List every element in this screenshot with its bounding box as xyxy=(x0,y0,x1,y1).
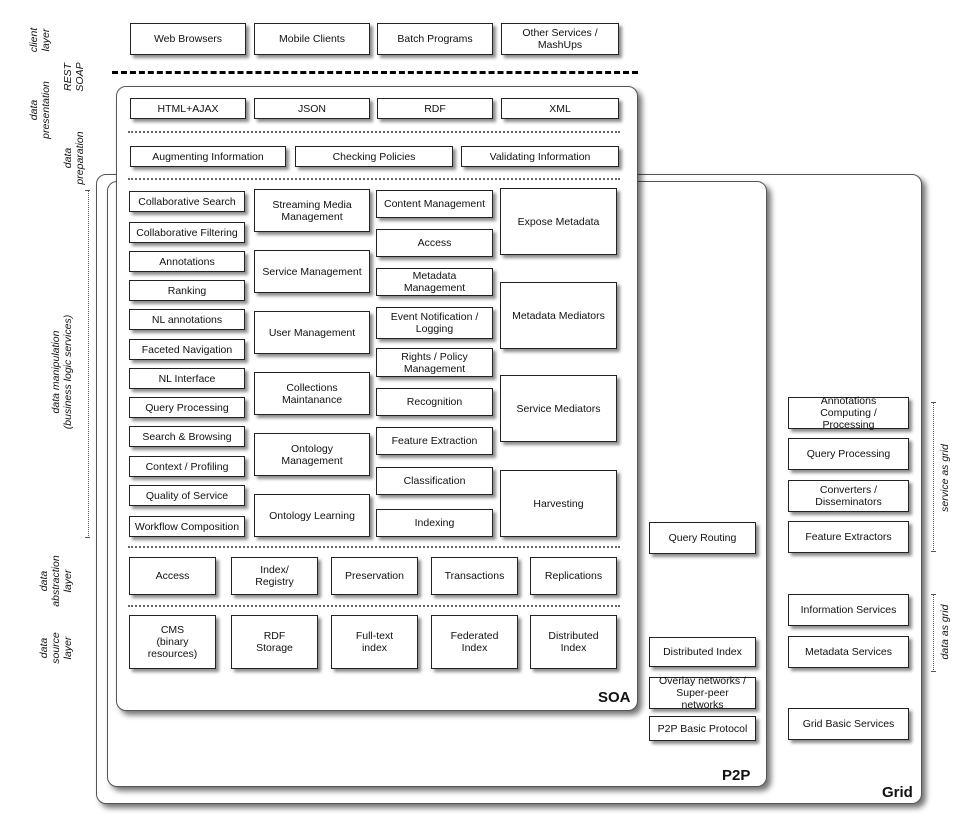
manip-collections-maintanance: Collections Maintanance xyxy=(254,372,370,415)
service-bracket-top xyxy=(931,402,936,403)
source-cms: CMS (binary resources) xyxy=(129,615,216,669)
manip-expose-metadata: Expose Metadata xyxy=(500,188,617,255)
label-client-layer: client layer xyxy=(28,27,52,53)
p2p-distributed-index: Distributed Index xyxy=(649,637,756,667)
manip-user-management: User Management xyxy=(254,311,370,354)
grid-metadata-services: Metadata Services xyxy=(788,636,909,668)
manipulation-bracket xyxy=(88,190,89,538)
client-mobile-clients: Mobile Clients xyxy=(254,23,370,55)
label-rest-soap: REST SOAP xyxy=(62,62,86,92)
manip-workflow-composition: Workflow Composition xyxy=(129,516,245,537)
grid-query-processing: Query Processing xyxy=(788,438,909,470)
manip-nl-annotations: NL annotations xyxy=(129,309,245,330)
manip-rights-policy-management: Rights / Policy Management xyxy=(376,348,493,377)
manipulation-bracket-top xyxy=(85,190,90,191)
grid-basic-services: Grid Basic Services xyxy=(788,708,909,740)
preparation-separator xyxy=(128,178,620,180)
manip-collaborative-filtering: Collaborative Filtering xyxy=(129,222,245,243)
abstraction-access: Access xyxy=(129,557,216,595)
p2p-query-routing: Query Routing xyxy=(649,522,756,554)
manip-metadata-management: Metadata Management xyxy=(376,268,493,296)
prep-augmenting-information: Augmenting Information xyxy=(130,146,286,167)
manip-service-management: Service Management xyxy=(254,250,370,293)
grid-feature-extractors: Feature Extractors xyxy=(788,521,909,553)
manipulation-bracket-bottom xyxy=(85,537,90,538)
grid-panel-label: Grid xyxy=(882,784,913,801)
p2p-overlay-networks: Overlay networks / Super-peer networks xyxy=(649,675,756,711)
manip-collaborative-search: Collaborative Search xyxy=(129,191,245,212)
presentation-html-ajax: HTML+AJAX xyxy=(130,98,246,119)
p2p-panel-label: P2P xyxy=(722,767,751,784)
manip-indexing: Indexing xyxy=(376,509,493,537)
manip-query-processing: Query Processing xyxy=(129,397,245,418)
manip-event-notification-logging: Event Notification / Logging xyxy=(376,307,493,339)
p2p-basic-protocol: P2P Basic Protocol xyxy=(649,716,756,741)
source-full-text-index: Full-text index xyxy=(331,615,418,669)
abstraction-replications: Replications xyxy=(530,557,617,595)
presentation-xml: XML xyxy=(501,98,619,119)
manip-quality-of-service: Quality of Service xyxy=(129,485,245,506)
client-other-services: Other Services / MashUps xyxy=(501,23,619,55)
service-bracket-bottom xyxy=(931,551,936,552)
grid-converters-disseminators: Converters / Disseminators xyxy=(788,480,909,512)
manip-nl-interface: NL Interface xyxy=(129,368,245,389)
manip-access: Access xyxy=(376,229,493,257)
soa-panel-label: SOA xyxy=(598,689,631,706)
manip-ontology-learning: Ontology Learning xyxy=(254,494,370,537)
presentation-rdf: RDF xyxy=(377,98,493,119)
source-distributed-index: Distributed Index xyxy=(530,615,617,669)
manip-feature-extraction: Feature Extraction xyxy=(376,427,493,455)
manip-search-browsing: Search & Browsing xyxy=(129,426,245,447)
manip-classification: Classification xyxy=(376,467,493,495)
data-bracket-bottom xyxy=(931,671,936,672)
prep-validating-information: Validating Information xyxy=(461,146,619,167)
label-service-as-grid: service as grid xyxy=(939,444,951,512)
manip-metadata-mediators: Metadata Mediators xyxy=(500,282,617,349)
manip-recognition: Recognition xyxy=(376,388,493,416)
client-separator xyxy=(112,71,638,74)
manip-annotations: Annotations xyxy=(129,251,245,272)
client-web-browsers: Web Browsers xyxy=(130,23,246,55)
label-data-abstraction: data abstraction layer xyxy=(38,555,74,607)
abstraction-preservation: Preservation xyxy=(331,557,418,595)
label-data-manipulation: data manipulation (business logic servic… xyxy=(50,314,74,430)
service-bracket xyxy=(933,402,934,552)
manip-ranking: Ranking xyxy=(129,280,245,301)
manip-content-management: Content Management xyxy=(376,190,493,218)
source-federated-index: Federated Index xyxy=(431,615,518,669)
data-bracket xyxy=(933,594,934,672)
label-data-presentation: data presentation xyxy=(28,81,52,139)
manip-context-profiling: Context / Profiling xyxy=(129,456,245,477)
prep-checking-policies: Checking Policies xyxy=(295,146,453,167)
abstraction-separator xyxy=(128,605,620,607)
manip-streaming-media-management: Streaming Media Management xyxy=(254,189,370,232)
abstraction-index-registry: Index/ Registry xyxy=(231,557,318,595)
abstraction-transactions: Transactions xyxy=(431,557,518,595)
manip-faceted-navigation: Faceted Navigation xyxy=(129,339,245,360)
manip-service-mediators: Service Mediators xyxy=(500,375,617,442)
manip-harvesting: Harvesting xyxy=(500,470,617,537)
source-rdf-storage: RDF Storage xyxy=(231,615,318,669)
presentation-separator xyxy=(128,131,620,133)
client-batch-programs: Batch Programs xyxy=(377,23,493,55)
grid-annotations-computing: Annotations Computing / Processing xyxy=(788,395,909,431)
manipulation-separator xyxy=(128,546,620,548)
presentation-json: JSON xyxy=(254,98,370,119)
label-data-preparation: data preparation xyxy=(62,131,86,185)
data-bracket-top xyxy=(931,594,936,595)
grid-information-services: Information Services xyxy=(788,594,909,626)
label-data-as-grid: data as grid xyxy=(939,604,951,660)
label-data-source: data source layer xyxy=(38,632,74,664)
manip-ontology-management: Ontology Management xyxy=(254,433,370,476)
